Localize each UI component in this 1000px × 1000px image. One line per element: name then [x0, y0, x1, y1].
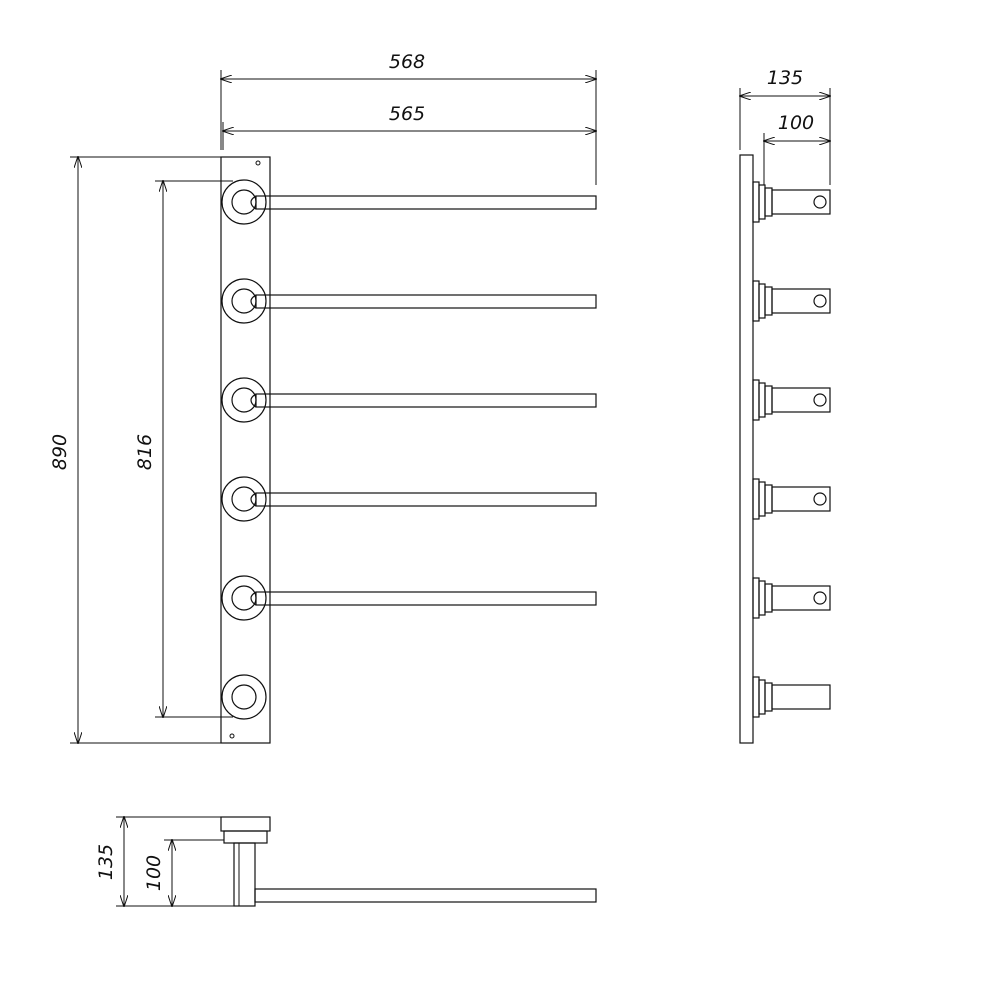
side-holder: [752, 577, 831, 619]
front-bottom-hub: [221, 674, 267, 720]
front-arms: [221, 179, 597, 621]
top-wall-plate: [220, 816, 271, 832]
side-holder: [752, 478, 831, 520]
top-dimension-100: 100: [143, 840, 224, 906]
top-stem: [233, 842, 256, 907]
side-holder: [752, 280, 831, 322]
side-holder: [752, 379, 831, 421]
side-dimension-100: 100: [764, 112, 830, 185]
front-swivel-arm: [221, 377, 597, 423]
front-plate-screw-bottom: [229, 733, 235, 739]
side-dimension-135: 135: [740, 67, 830, 185]
dimension-568: 568: [221, 51, 596, 185]
dimension-816: 816: [134, 181, 233, 717]
side-dimension-100-label: 100: [778, 112, 814, 134]
side-holder: [752, 181, 831, 223]
front-swivel-arm: [221, 476, 597, 522]
top-arm: [254, 888, 597, 903]
front-plate-screw-top: [255, 160, 261, 166]
dimension-816-label: 816: [134, 434, 156, 470]
top-dimension-135-label: 135: [95, 844, 117, 880]
side-view: 135 100: [739, 67, 831, 744]
front-wall-plate: [220, 156, 271, 744]
dimension-565: 565: [223, 103, 596, 150]
side-dimension-135-label: 135: [767, 67, 803, 89]
front-swivel-arm: [221, 278, 597, 324]
top-collar: [223, 830, 268, 844]
dimension-568-label: 568: [389, 51, 425, 73]
top-dimension-135: 135: [95, 817, 234, 906]
dimension-890: 890: [49, 157, 221, 743]
dimension-565-label: 565: [389, 103, 425, 125]
dimension-890-label: 890: [49, 434, 71, 470]
front-swivel-arm: [221, 179, 597, 225]
top-dimension-100-label: 100: [143, 855, 165, 891]
front-view: 568 565 890 816: [49, 51, 596, 743]
top-view: 135 100: [95, 816, 597, 907]
front-swivel-arm: [221, 575, 597, 621]
side-wall-plate: [739, 154, 754, 744]
side-holders: [752, 181, 831, 718]
side-holder: [752, 676, 831, 718]
